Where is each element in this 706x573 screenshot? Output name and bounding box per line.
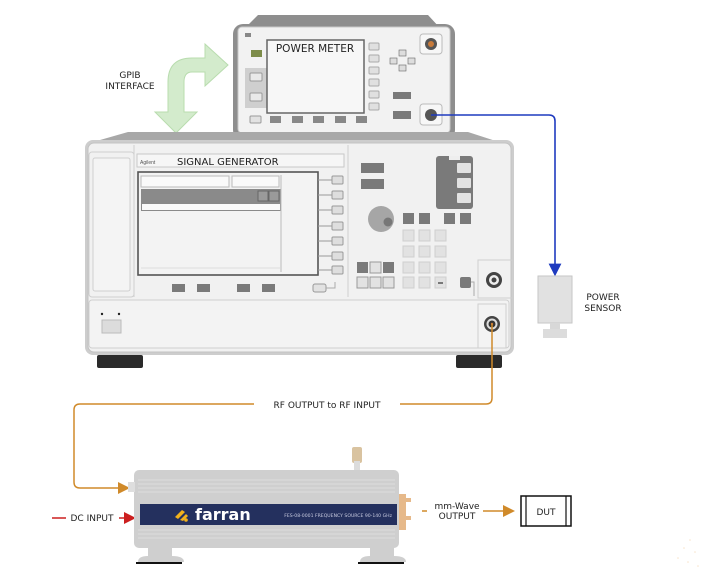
sg-key[interactable] (457, 193, 471, 203)
signal-gen-brand: Agilent (140, 160, 156, 166)
arrow-right-key-icon[interactable] (407, 57, 416, 65)
power-meter: POWER METER (233, 15, 455, 140)
meter-key[interactable] (393, 111, 411, 119)
num-key[interactable] (418, 261, 431, 274)
sg-key[interactable] (419, 213, 430, 224)
num-key[interactable] (418, 245, 431, 258)
sg-key[interactable] (444, 213, 455, 224)
num-key[interactable] (402, 229, 415, 242)
softkey[interactable] (368, 90, 380, 99)
arrow-up-key-icon[interactable] (369, 261, 382, 274)
meter-key[interactable] (393, 92, 411, 99)
farran-brand: farran (195, 505, 251, 524)
signal-gen-title: SIGNAL GENERATOR (177, 157, 279, 168)
decorative-dots (677, 539, 699, 567)
sg-key[interactable] (457, 178, 471, 188)
meter-preset-key[interactable] (249, 115, 262, 124)
sg-key[interactable] (361, 163, 384, 173)
softkey[interactable] (331, 236, 344, 246)
power-switch[interactable] (101, 319, 122, 334)
meter-side-key[interactable] (249, 92, 263, 102)
signal-generator: Agilent SIGNAL GENERATOR (85, 132, 514, 368)
arrow-right-key-icon[interactable] (382, 276, 395, 289)
frequency-source: farran FES-08-0001 FREQUENCY SOURCE 90-1… (128, 447, 411, 564)
meter-key[interactable] (313, 116, 324, 123)
farran-logo-icon (175, 510, 188, 522)
meter-key[interactable] (292, 116, 303, 123)
meter-key[interactable] (270, 116, 281, 123)
softkey[interactable] (331, 190, 344, 200)
softkey[interactable] (331, 205, 344, 215)
num-key[interactable] (434, 261, 447, 274)
power-meter-display (266, 39, 365, 114)
meter-key[interactable] (335, 116, 346, 123)
gpib-arrow-icon (153, 42, 229, 134)
gpib-label-line1: GPIB (119, 71, 140, 81)
softkey[interactable] (368, 102, 380, 111)
arrow-down-key-icon[interactable] (398, 64, 407, 72)
meter-arrow-keys[interactable] (389, 49, 416, 72)
mmwave-output-label-line2: OUTPUT (439, 512, 476, 522)
dc-input-label: DC INPUT (71, 514, 114, 524)
sg-key[interactable] (403, 213, 414, 224)
gpib-label-line2: INTERFACE (105, 82, 154, 92)
softkey[interactable] (368, 66, 380, 75)
sensor-cable (431, 114, 562, 277)
rf-link-label: RF OUTPUT to RF INPUT (274, 401, 381, 411)
arrow-left-key-icon[interactable] (389, 57, 398, 65)
softkey[interactable] (331, 265, 344, 275)
sg-key[interactable] (383, 262, 394, 273)
num-key[interactable] (418, 229, 431, 242)
power-meter-title: POWER METER (276, 43, 354, 55)
power-sensor-label-line2: SENSOR (584, 304, 621, 314)
top-connector (352, 447, 362, 463)
rf-cable (73, 324, 493, 494)
sg-key[interactable] (197, 284, 210, 292)
power-led (251, 50, 262, 57)
softkey[interactable] (368, 78, 380, 87)
sg-key[interactable] (457, 163, 471, 173)
num-key[interactable] (418, 276, 431, 289)
softkey[interactable] (331, 221, 344, 231)
softkey[interactable] (368, 42, 380, 51)
sg-key[interactable] (172, 284, 185, 292)
dut-label: DUT (536, 508, 556, 518)
sg-key[interactable] (262, 284, 275, 292)
arrow-left-key-icon[interactable] (356, 276, 369, 289)
sg-key[interactable] (460, 213, 471, 224)
signal-gen-softkeys (318, 175, 344, 275)
softkey[interactable] (368, 54, 380, 63)
num-key[interactable] (434, 245, 447, 258)
farran-model-text: FES-08-0001 FREQUENCY SOURCE 90-140 GHz (284, 513, 392, 519)
softkey[interactable] (331, 251, 344, 261)
agilent-logo-icon (245, 33, 251, 37)
power-sensor-label-line1: POWER (586, 293, 619, 303)
arrow-down-key-icon[interactable] (369, 276, 382, 289)
num-key[interactable] (402, 276, 415, 289)
power-sensor (537, 275, 573, 338)
dut-box: DUT (520, 495, 572, 527)
sg-return-key[interactable] (312, 283, 327, 293)
mmwave-output-label-line1: mm-Wave (434, 502, 480, 512)
sg-key[interactable] (357, 262, 368, 273)
sg-key[interactable] (460, 277, 471, 288)
softkey[interactable] (331, 175, 344, 185)
meter-side-key[interactable] (249, 72, 263, 82)
meter-key[interactable] (356, 116, 367, 123)
sg-key[interactable] (361, 179, 384, 189)
sg-key[interactable] (237, 284, 250, 292)
meter-softkeys (368, 42, 380, 111)
arrow-up-key-icon[interactable] (398, 49, 407, 57)
farran-label-band (140, 504, 397, 525)
num-key[interactable] (402, 261, 415, 274)
num-key[interactable] (434, 229, 447, 242)
num-key[interactable] (402, 245, 415, 258)
signal-gen-display (137, 171, 319, 276)
